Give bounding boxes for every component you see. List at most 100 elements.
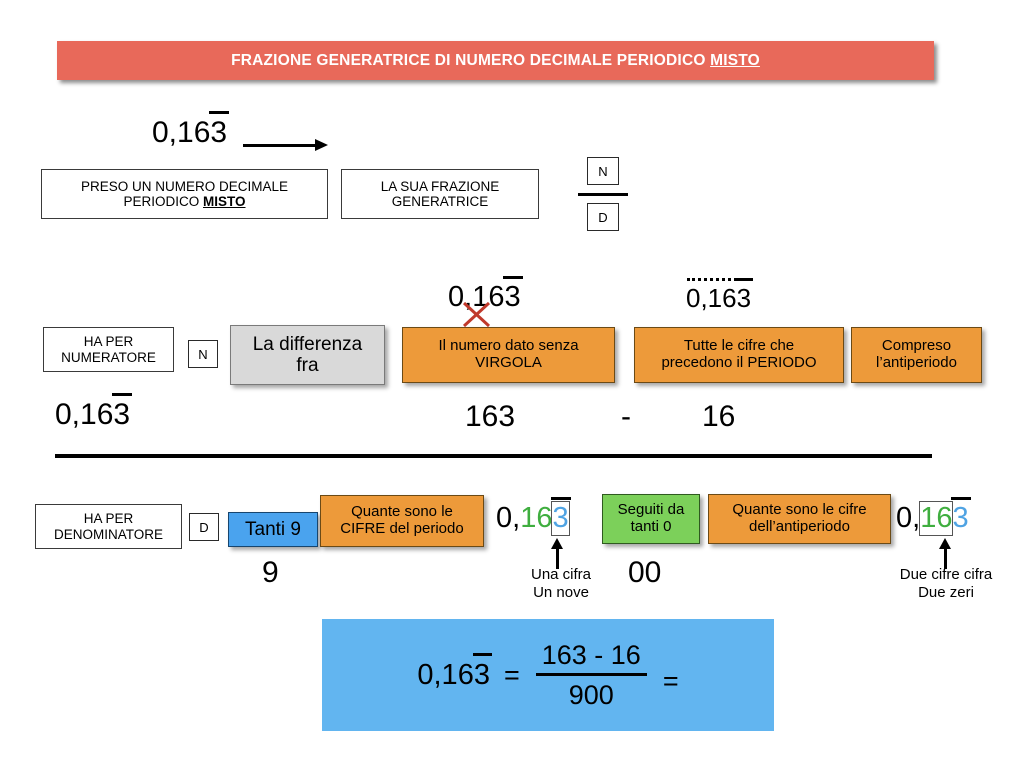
result-equals-1: = [503, 659, 520, 690]
fraction-bar-top [578, 193, 628, 196]
caption-anti-line2: Due zeri [918, 583, 974, 601]
top-arrow-head-icon [315, 139, 328, 151]
box-quante-cifre-periodo: Quante sono le CIFRE del periodo [320, 495, 484, 547]
box-numero-senza-virgola: Il numero dato senza VIRGOLA [402, 327, 615, 383]
fraction-denominator-box: D [587, 203, 619, 231]
green-line1: Seguiti da [617, 501, 685, 519]
box-la-differenza-fra: La differenza fra [230, 325, 385, 385]
green-line2: tanti 0 [630, 518, 672, 535]
arrow-periodo-line [556, 547, 559, 569]
page-title-prefix: FRAZIONE GENERATRICE DI NUMERO DECIMALE … [231, 51, 711, 69]
orange2-line1: Tutte le cifre che [683, 337, 795, 355]
orange3-line2: l’antiperiodo [876, 354, 957, 371]
differenza-line1: La differenza [252, 333, 363, 355]
orange-anti-line2: dell’antiperiodo [749, 518, 850, 535]
box-tanti-nove: Tanti 9 [228, 512, 318, 547]
value-zeros: 00 [628, 556, 662, 589]
page-title: FRAZIONE GENERATRICE DI NUMERO DECIMALE … [231, 52, 760, 70]
top-decimal-period: 3 [209, 110, 229, 149]
cross-out-comma-icon [462, 301, 491, 328]
caption-periodo-line1: Una cifra [530, 566, 592, 583]
ha-per-den-line2: DENOMINATORE [53, 526, 163, 542]
value-nine: 9 [262, 556, 279, 589]
caption-periodo-line2: Un nove [533, 583, 589, 601]
arrow-antiperiodo-line [944, 547, 947, 569]
box-cifre-precedono-periodo: Tutte le cifre che precedono il PERIODO [634, 327, 844, 383]
caption-una-cifra: Una cifra Un nove [516, 566, 606, 601]
fraction-numerator-box: N [587, 157, 619, 185]
box-quante-cifre-antiperiodo: Quante sono le cifre dell’antiperiodo [708, 494, 891, 544]
frazione-line2: GENERATRICE [391, 194, 489, 209]
page-title-emphasis: MISTO [710, 51, 760, 69]
top-arrow-line [243, 144, 317, 147]
box-frazione-generatrice: LA SUA FRAZIONE GENERATRICE [341, 169, 539, 219]
nhp-anti: 16 [520, 502, 553, 534]
box-ha-per-denominatore: HA PER DENOMINATORE [35, 504, 182, 549]
ndot-period: 3 [735, 278, 754, 313]
letter-box-n: N [188, 340, 218, 368]
result-equals-2: = [662, 665, 679, 696]
vdl-period: 3 [112, 392, 132, 431]
fraction-numerator-label: N [598, 163, 608, 179]
differenza-line2: fra [296, 355, 319, 376]
orange-anti-line1: Quante sono le cifre [732, 501, 867, 519]
preso-line2: PERIODICO MISTO [123, 194, 245, 209]
preso-line2b: MISTO [203, 194, 246, 209]
orange1-line1: Il numero dato senza [438, 337, 579, 355]
nsv-before: 0 [448, 281, 465, 313]
tanti9-label: Tanti 9 [245, 518, 301, 540]
preso-line1: PRESO UN NUMERO DECIMALE [80, 178, 289, 194]
orange2-line2: precedono il PERIODO [661, 354, 817, 371]
caption-anti-line1: Due cifre cifra [899, 566, 993, 583]
nhp-period: 3 [551, 496, 571, 534]
result-fraction-numerator: 163 - 16 [541, 639, 641, 670]
box-seguiti-da-tanti-zero: Seguiti da tanti 0 [602, 494, 700, 544]
box-ha-per-numeratore: HA PER NUMERATORE [43, 327, 174, 372]
result-fraction-denominator: 900 [568, 679, 614, 710]
nsv-comma: , [464, 281, 473, 313]
box-preso-numero-decimale: PRESO UN NUMERO DECIMALE PERIODICO MISTO [41, 169, 328, 219]
orange3-line1: Compreso [881, 337, 952, 355]
orange-cifre-line2: CIFRE del periodo [340, 520, 464, 537]
box-compreso-antiperiodo: Compreso l’antiperiodo [851, 327, 982, 383]
frazione-line1: LA SUA FRAZIONE [380, 178, 500, 194]
vdl-before: 0,16 [55, 398, 114, 431]
arrow-periodo-head-icon [551, 538, 563, 549]
value-minus-sign: - [621, 400, 631, 433]
nhp-lead: 0, [496, 502, 521, 534]
result-decimal-period: 3 [472, 653, 493, 691]
nsv-period: 3 [503, 275, 523, 313]
nha-lead: 0, [896, 502, 921, 534]
value-subtrahend: 16 [702, 400, 736, 433]
nha-anti: 16 [920, 502, 953, 534]
letter-d-label: D [199, 519, 209, 535]
result-decimal-before: 0,16 [417, 658, 474, 691]
slide-title-banner: FRAZIONE GENERATRICE DI NUMERO DECIMALE … [57, 41, 934, 80]
orange1-line2: VIRGOLA [475, 354, 542, 371]
top-decimal-before: 0,16 [152, 116, 211, 149]
result-fraction: 163 - 16 900 [535, 639, 647, 711]
arrow-antiperiodo-head-icon [939, 538, 951, 549]
fraction-denominator-label: D [598, 209, 608, 225]
letter-n-label: N [198, 346, 208, 362]
letter-box-d: D [189, 513, 219, 541]
ha-per-den-line1: HA PER [83, 511, 134, 527]
preso-line2a: PERIODICO [123, 194, 203, 209]
ndot-dotted: 0,16 [686, 277, 737, 313]
result-fraction-bar [535, 672, 647, 676]
nha-period: 3 [951, 496, 971, 534]
nsv-after: 16 [472, 281, 505, 313]
value-minuend: 163 [465, 400, 516, 433]
caption-due-cifre: Due cifre cifra Due zeri [882, 566, 1010, 601]
main-fraction-bar [55, 454, 932, 458]
ha-per-num-line1: HA PER [83, 334, 134, 350]
orange-cifre-line1: Quante sono le [351, 503, 453, 521]
